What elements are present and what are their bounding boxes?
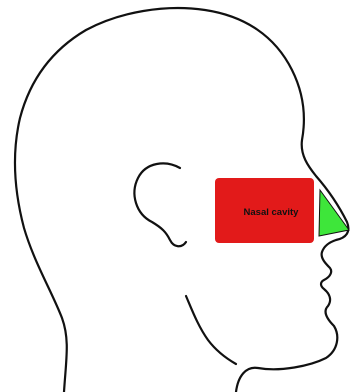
ear-outline (134, 163, 186, 246)
jaw-line (186, 296, 236, 364)
nasal-cavity-label: Nasal cavity (244, 207, 300, 218)
nose-tip-region (319, 190, 349, 236)
